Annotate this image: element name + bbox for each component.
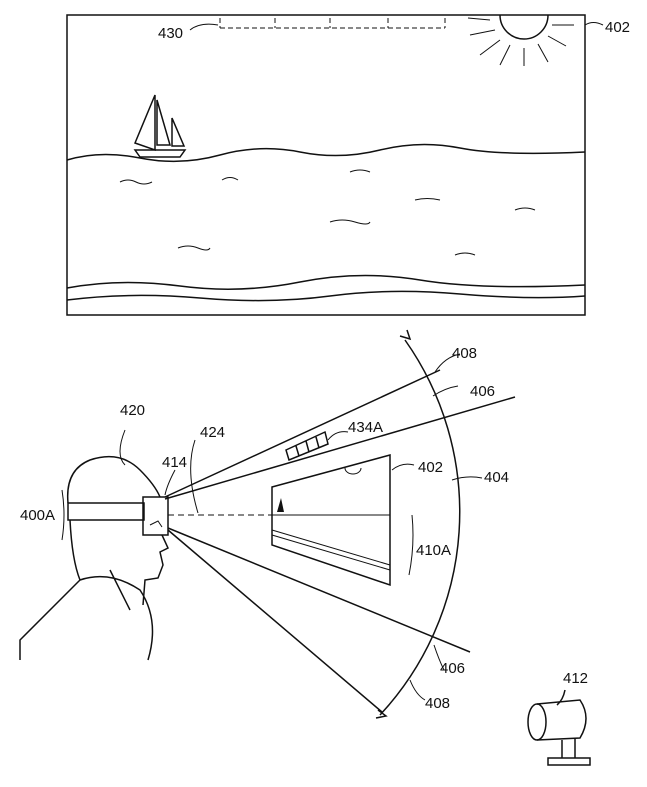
- projector-412: [527, 689, 591, 766]
- sun-icon: [467, 14, 574, 66]
- user-head: [19, 455, 169, 661]
- arc-404: [379, 339, 461, 716]
- label-400A: 400A: [20, 507, 55, 524]
- label-424: 424: [200, 424, 225, 441]
- label-412: 412: [563, 670, 588, 687]
- label-406-upper: 406: [470, 383, 495, 400]
- label-414: 414: [162, 454, 187, 471]
- label-430: 430: [158, 25, 183, 42]
- label-408-lower: 408: [425, 695, 450, 712]
- label-420: 420: [120, 402, 145, 419]
- toolbar-430: [219, 18, 446, 29]
- label-402-virtual: 402: [418, 459, 443, 476]
- label-402-top: 402: [605, 19, 630, 36]
- sailboat-icon: [133, 94, 187, 158]
- field-of-view-lines: [164, 329, 516, 719]
- headband: [67, 502, 145, 521]
- label-434A: 434A: [348, 419, 383, 436]
- virtual-toolbar-434A: [285, 430, 329, 462]
- label-404: 404: [484, 469, 509, 486]
- top-display-panel: [66, 14, 586, 316]
- label-406-lower: 406: [440, 660, 465, 677]
- virtual-display-402: [271, 454, 391, 587]
- label-408-upper: 408: [452, 345, 477, 362]
- device-414: [142, 496, 169, 536]
- label-410A: 410A: [416, 542, 451, 559]
